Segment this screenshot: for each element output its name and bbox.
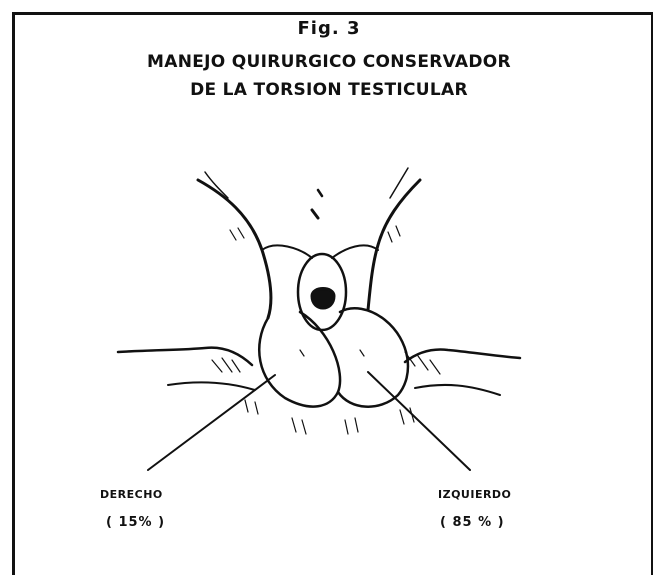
right-inguinal-outline — [368, 180, 420, 310]
left-inner-thigh-curve — [168, 382, 255, 390]
right-inner-thigh-curve — [415, 385, 500, 395]
left-side-label: DERECHO — [100, 488, 163, 501]
right-side-label: IZQUIERDO — [438, 488, 511, 501]
urethral-meatus — [312, 289, 334, 309]
left-leader-line — [148, 375, 275, 470]
right-thigh-outline — [405, 350, 520, 363]
left-side-percentage: ( 15% ) — [106, 515, 165, 530]
left-thigh-outline — [118, 348, 252, 365]
right-side-percentage: ( 85 % ) — [440, 515, 505, 530]
right-hemiscrotum-outline — [338, 308, 408, 406]
left-inguinal-outline — [198, 180, 271, 318]
left-hemiscrotum-outline — [259, 312, 340, 407]
